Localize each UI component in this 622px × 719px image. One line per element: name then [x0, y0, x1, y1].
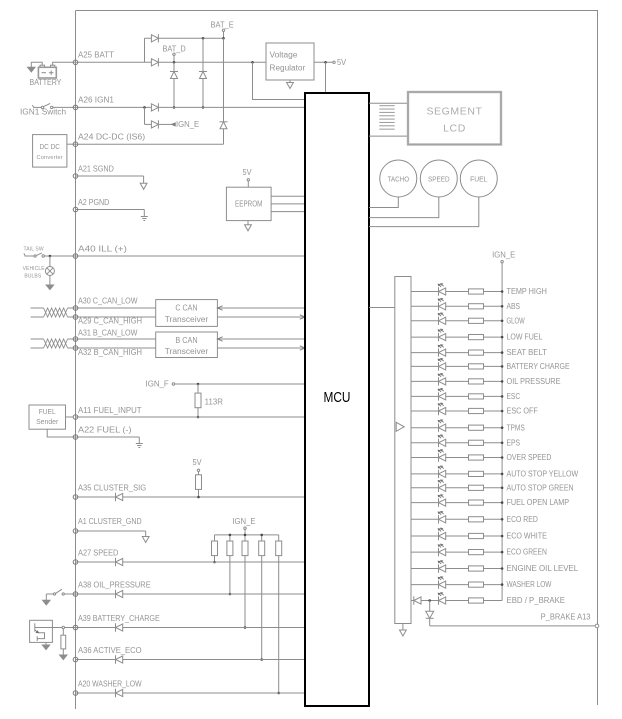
svg-text:AUTO STOP YELLOW: AUTO STOP YELLOW: [507, 470, 579, 479]
svg-text:BULBS: BULBS: [24, 273, 41, 279]
svg-text:EPS: EPS: [507, 438, 521, 447]
svg-text:BATTERY CHARGE: BATTERY CHARGE: [507, 362, 570, 371]
svg-text:5V: 5V: [193, 458, 203, 467]
svg-text:AUTO STOP GREEN: AUTO STOP GREEN: [507, 483, 574, 492]
svg-text:Converter: Converter: [37, 155, 63, 161]
svg-text:IGN1 Switch: IGN1 Switch: [20, 108, 66, 117]
svg-text:C CAN: C CAN: [175, 303, 197, 312]
svg-text:A1 CLUSTER_GND: A1 CLUSTER_GND: [78, 517, 142, 526]
svg-text:SPEED: SPEED: [428, 174, 450, 183]
svg-text:A22 FUEL (-): A22 FUEL (-): [78, 425, 132, 434]
svg-text:IGN_E: IGN_E: [232, 517, 255, 526]
svg-text:BATTERY: BATTERY: [30, 78, 63, 87]
svg-text:B CAN: B CAN: [175, 336, 197, 345]
svg-text:EBD / P_BRAKE: EBD / P_BRAKE: [507, 596, 566, 605]
svg-text:A39 BATTERY_CHARGE: A39 BATTERY_CHARGE: [78, 614, 160, 623]
svg-text:ABS: ABS: [507, 302, 521, 311]
svg-text:A40 ILL (+): A40 ILL (+): [78, 244, 127, 253]
svg-text:Transceiver: Transceiver: [165, 347, 209, 356]
svg-text:IGN_E: IGN_E: [492, 251, 515, 260]
svg-text:ESC: ESC: [507, 392, 521, 401]
svg-text:EEPROM: EEPROM: [235, 200, 262, 209]
svg-text:TAIL SW: TAIL SW: [24, 247, 44, 253]
svg-text:A21 SGND: A21 SGND: [78, 164, 114, 173]
svg-text:ESC OFF: ESC OFF: [507, 407, 539, 416]
svg-text:A35 CLUSTER_SIG: A35 CLUSTER_SIG: [78, 484, 146, 493]
svg-text:A25 BATT: A25 BATT: [78, 51, 114, 60]
svg-text:A24 DC-DC (IS6): A24 DC-DC (IS6): [78, 133, 146, 142]
svg-text:5V: 5V: [243, 168, 253, 177]
svg-text:P_BRAKE A13: P_BRAKE A13: [541, 612, 591, 621]
svg-text:A31 B_CAN_LOW: A31 B_CAN_LOW: [78, 328, 138, 337]
svg-text:Regulator: Regulator: [270, 64, 306, 73]
svg-text:OVER SPEED: OVER SPEED: [507, 453, 552, 462]
svg-text:FUEL OPEN LAMP: FUEL OPEN LAMP: [507, 498, 570, 507]
svg-text:FUEL: FUEL: [470, 174, 487, 183]
svg-text:5V: 5V: [337, 58, 347, 67]
svg-text:IGN_E: IGN_E: [176, 120, 199, 129]
svg-text:GLOW: GLOW: [507, 316, 526, 325]
svg-text:BAT_E: BAT_E: [211, 20, 234, 29]
svg-text:WASHER LOW: WASHER LOW: [507, 580, 552, 589]
svg-text:SEAT BELT: SEAT BELT: [507, 348, 548, 357]
svg-text:LCD: LCD: [443, 123, 466, 135]
svg-text:A36 ACTIVE_ECO: A36 ACTIVE_ECO: [78, 646, 142, 655]
svg-text:A29 C_CAN_HIGH: A29 C_CAN_HIGH: [78, 316, 142, 325]
svg-text:113R: 113R: [205, 397, 224, 406]
svg-text:LOW FUEL: LOW FUEL: [507, 333, 543, 342]
svg-text:ENGINE OIL LEVEL: ENGINE OIL LEVEL: [507, 564, 579, 573]
svg-text:A27 SPEED: A27 SPEED: [78, 548, 119, 557]
svg-text:A38 OIL_PRESSURE: A38 OIL_PRESSURE: [78, 580, 151, 589]
svg-text:A20 WASHER_LOW: A20 WASHER_LOW: [78, 679, 142, 688]
svg-text:Transceiver: Transceiver: [165, 315, 209, 324]
svg-text:OIL PRESSURE: OIL PRESSURE: [507, 377, 561, 386]
svg-text:TACHO: TACHO: [388, 174, 410, 183]
svg-text:SEGMENT: SEGMENT: [426, 105, 482, 117]
svg-text:MCU: MCU: [324, 389, 351, 406]
svg-text:VEHICLE: VEHICLE: [23, 266, 46, 272]
svg-text:FUEL: FUEL: [39, 407, 56, 416]
svg-text:A32 B_CAN_HIGH: A32 B_CAN_HIGH: [78, 348, 142, 357]
svg-text:ECO RED: ECO RED: [507, 515, 539, 524]
svg-text:TEMP HIGH: TEMP HIGH: [507, 287, 547, 296]
svg-text:A30 C_CAN_LOW: A30 C_CAN_LOW: [78, 296, 138, 305]
svg-text:ECO WHITE: ECO WHITE: [507, 532, 547, 541]
svg-text:Sender: Sender: [36, 417, 59, 426]
svg-text:Voltage: Voltage: [270, 51, 298, 60]
svg-text:TPMS: TPMS: [507, 423, 525, 432]
svg-text:BAT_D: BAT_D: [163, 45, 187, 54]
svg-text:A26 IGN1: A26 IGN1: [78, 95, 114, 104]
svg-text:A11 FUEL_INPUT: A11 FUEL_INPUT: [78, 406, 142, 415]
svg-text:A2 PGND: A2 PGND: [78, 198, 110, 207]
svg-text:IGN_F: IGN_F: [146, 380, 169, 389]
svg-text:DC DC: DC DC: [39, 142, 60, 151]
svg-text:ECO GREEN: ECO GREEN: [507, 548, 547, 557]
